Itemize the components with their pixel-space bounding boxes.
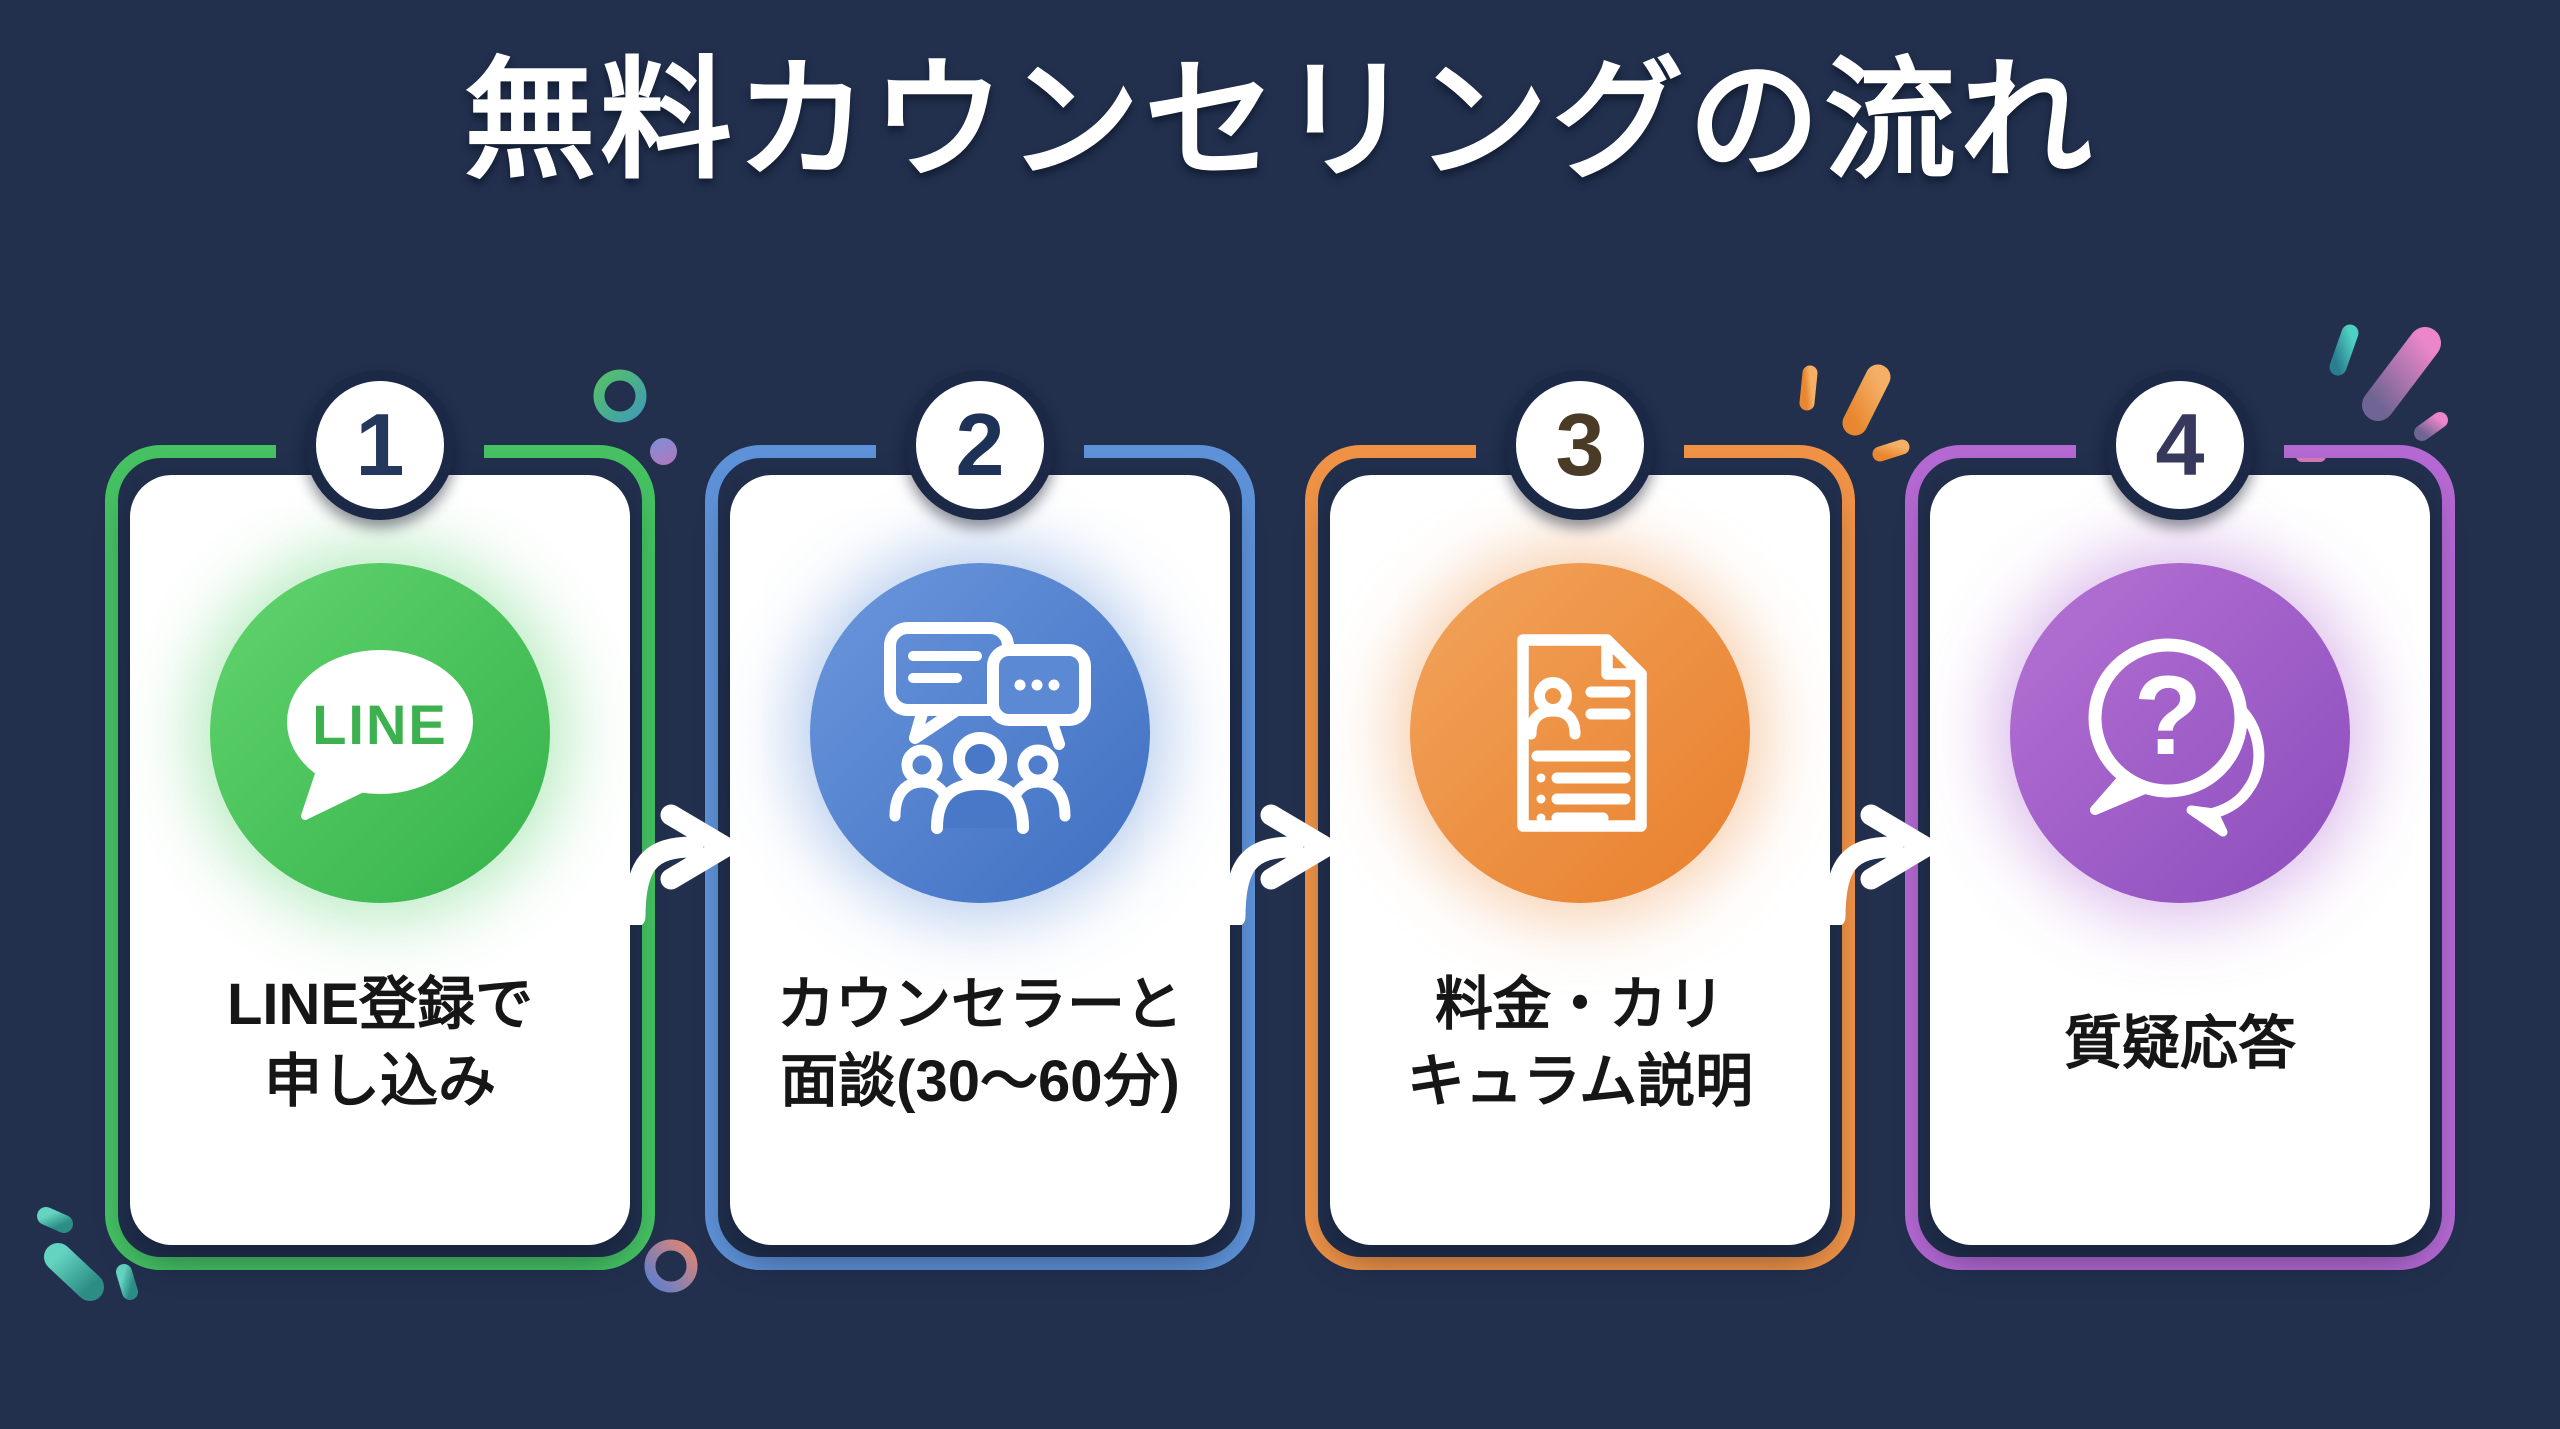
sparkle-orange-icon <box>1799 364 1910 462</box>
step-2-number-badge: 2 <box>905 370 1055 521</box>
line-logo-icon[interactable]: LINE <box>210 563 550 904</box>
step-card-3: 3 料金・ <box>1305 370 1855 1271</box>
step-2-outline <box>705 445 1255 1271</box>
step-2-label: カウンセラーと 面談(30〜60分) <box>776 971 1183 1115</box>
step-card-4: 4 ? 質疑応答 <box>1905 370 2455 1271</box>
flow-arrow-icon <box>1224 804 1336 926</box>
step-1-number-badge: 1 <box>305 370 455 521</box>
qa-question-icon[interactable]: ? <box>2010 563 2350 904</box>
dot-purple-blue <box>650 438 677 465</box>
ring-blue-coral <box>644 1239 698 1293</box>
step-1-label: LINE登録で 申し込み <box>226 971 534 1115</box>
flow-arrow-icon <box>1824 804 1936 926</box>
step-4-label: 質疑応答 <box>2063 1010 2296 1076</box>
ring-green-teal <box>593 369 647 423</box>
step-3-label: 料金・カリ キュラム説明 <box>1406 971 1754 1115</box>
step-3-number-badge: 3 <box>1505 370 1655 521</box>
flow-arrow-icon <box>624 804 736 926</box>
splash-teal-icon <box>37 1207 138 1301</box>
pricing-document-icon[interactable] <box>1410 563 1750 904</box>
step-card-2: 2 <box>705 370 1255 1271</box>
svg-text:?: ? <box>2134 653 2202 778</box>
counseling-chat-icon[interactable] <box>810 563 1150 904</box>
flow-steps-row: 1 LINE LINE登録で 申し込み 2 <box>0 370 2560 1271</box>
step-card-1: 1 LINE LINE登録で 申し込み <box>105 370 655 1271</box>
page-title: 無料カウンセリングの流れ <box>464 47 2096 194</box>
svg-text:LINE: LINE <box>312 693 448 756</box>
step-4-number-badge: 4 <box>2105 370 2255 521</box>
